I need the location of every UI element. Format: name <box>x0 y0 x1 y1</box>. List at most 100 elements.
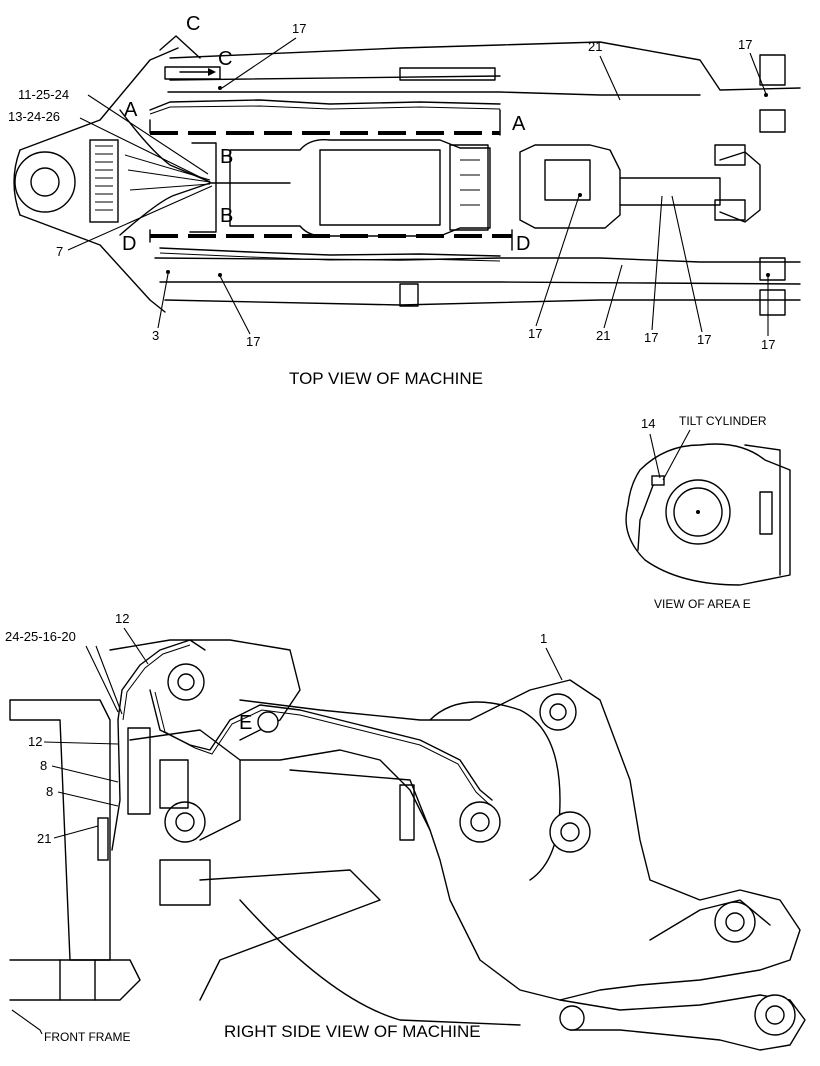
upper-harness <box>149 99 501 111</box>
upper-beam-outer <box>169 41 801 91</box>
callout-21: 21 <box>588 39 602 54</box>
lower-beam-clamp <box>399 283 419 307</box>
front-plate-outline-lower <box>19 214 166 313</box>
pivot-pin <box>725 912 745 932</box>
side-harness <box>117 639 206 721</box>
leader-line <box>545 647 563 681</box>
rear-rod-cap-top <box>714 144 746 166</box>
area-e-title: VIEW OF AREA E <box>654 597 751 611</box>
front-pivot-boss <box>14 151 76 213</box>
top-view-section-markers: C C A A B B D D <box>122 13 530 255</box>
upper-harness-2 <box>149 105 501 115</box>
callout-14: 14 <box>641 416 655 431</box>
pivot-boss <box>459 801 501 843</box>
leader-line <box>662 429 691 481</box>
pivot-boss <box>549 811 591 853</box>
section-letter-c-lower: C <box>218 48 232 70</box>
upper-beam-slot-2 <box>399 67 496 81</box>
side-view-callouts: 12 24-25-16-20 1 E 12 8 8 21 FRONT FRAME <box>5 611 563 1044</box>
tilt-cylinder-label: TILT CYLINDER <box>679 414 767 428</box>
callout-3: 3 <box>152 328 159 343</box>
arrow-head <box>208 68 216 76</box>
frame-bottom-sweep <box>239 899 521 1026</box>
top-view-callouts: 17 21 17 11-25-24 13-24-26 7 3 17 17 21 … <box>8 21 775 352</box>
connector-pins <box>95 145 113 211</box>
tilt-link <box>649 899 771 941</box>
section-d-ticks <box>149 229 513 251</box>
leader-line <box>123 627 149 665</box>
clip-dot <box>766 273 770 277</box>
detail-plate <box>759 491 773 535</box>
lower-beam-outer <box>164 299 801 306</box>
leader-line <box>221 37 297 89</box>
side-harness-arm-2 <box>154 691 491 806</box>
detail-bracket <box>744 444 781 576</box>
leader-line <box>157 273 169 329</box>
clip-dot <box>166 270 170 274</box>
rear-block <box>519 144 621 229</box>
area-e-cylinder <box>257 711 279 733</box>
pivot-pin <box>765 1005 785 1025</box>
section-letter-a-right: A <box>512 113 526 135</box>
side-harness-arm <box>149 689 493 801</box>
section-a-ticks <box>149 109 501 136</box>
pivot-boss <box>164 801 206 843</box>
section-c-arrow <box>159 35 201 59</box>
pivot-boss <box>167 663 205 701</box>
top-view-drawing <box>13 41 801 316</box>
upper-beam-slot <box>164 66 221 80</box>
section-b-bracket <box>189 142 217 233</box>
pivot-pin <box>560 822 580 842</box>
bellcrank-lower <box>559 994 806 1051</box>
leader-line <box>603 264 623 329</box>
pivot-boss <box>714 901 756 943</box>
pivot-pin <box>470 812 490 832</box>
front-pivot-pin <box>30 167 60 197</box>
callout-17: 17 <box>292 21 306 36</box>
leader-line <box>599 55 621 101</box>
right-bracket-top-2 <box>759 109 786 133</box>
detail-hose <box>637 479 656 551</box>
center-frame <box>229 139 491 237</box>
callout-24-25-16-20: 24-25-16-20 <box>5 629 76 644</box>
side-post <box>399 784 415 841</box>
lower-harness-2 <box>159 252 501 262</box>
pivot-pin <box>549 703 567 721</box>
side-connector <box>97 817 109 861</box>
section-letter-b-upper: B <box>220 146 233 168</box>
frame-lower-arm <box>199 869 381 1001</box>
callout-17: 17 <box>528 326 542 341</box>
leader-line <box>671 195 703 333</box>
clip-dot <box>218 273 222 277</box>
leader-line <box>43 741 119 745</box>
section-letter-a-left: A <box>124 99 138 121</box>
callout-12: 12 <box>28 734 42 749</box>
pivot-boss <box>754 994 796 1036</box>
upper-beam-edge <box>167 91 701 96</box>
pivot-boss <box>539 693 577 731</box>
leader-line <box>87 94 209 175</box>
front-frame-label: FRONT FRAME <box>44 1030 130 1044</box>
section-letter-d-left: D <box>122 233 136 255</box>
detail-clip <box>651 475 665 486</box>
callout-7: 7 <box>56 244 63 259</box>
side-bracket-2 <box>159 759 189 809</box>
side-view-drawing <box>9 639 806 1051</box>
section-letter-b-lower: B <box>220 205 233 227</box>
leader-line <box>651 195 663 331</box>
harness-wires <box>124 154 211 191</box>
callout-1: 1 <box>540 631 547 646</box>
section-letter-c-upper: C <box>186 13 200 35</box>
front-plate-outline <box>19 47 179 151</box>
center-tank <box>319 149 441 226</box>
lift-arm-inner-curve <box>429 701 561 881</box>
lower-harness <box>159 247 501 257</box>
rear-rod <box>619 177 721 206</box>
callout-8: 8 <box>40 758 47 773</box>
callout-12: 12 <box>115 611 129 626</box>
front-frame-post <box>9 699 111 961</box>
leader-line <box>649 433 661 479</box>
leader-line <box>535 195 580 327</box>
